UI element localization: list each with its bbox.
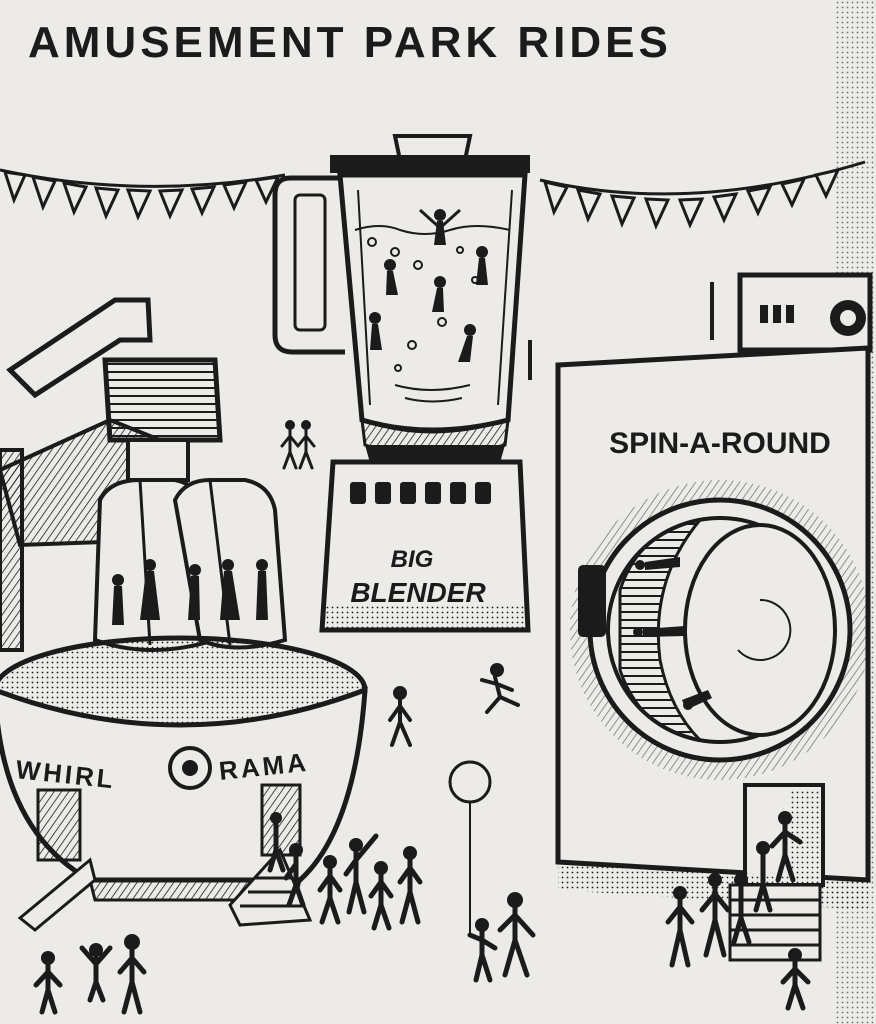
crowd: [33, 420, 811, 1015]
page-title: AMUSEMENT PARK RIDES: [28, 18, 672, 67]
mixer-ride: WHIRL RAMA: [0, 297, 368, 932]
washer-label: SPIN-A-ROUND: [609, 427, 831, 460]
blender-label-line1: BIG: [391, 546, 434, 573]
blender-label-line2: BLENDER: [350, 577, 486, 608]
blender-ride: BIG BLENDER: [272, 134, 531, 633]
bunting-left: [0, 168, 286, 221]
washer-ride: SPIN-A-ROUND: [528, 272, 873, 962]
bunting-right: [539, 160, 866, 230]
